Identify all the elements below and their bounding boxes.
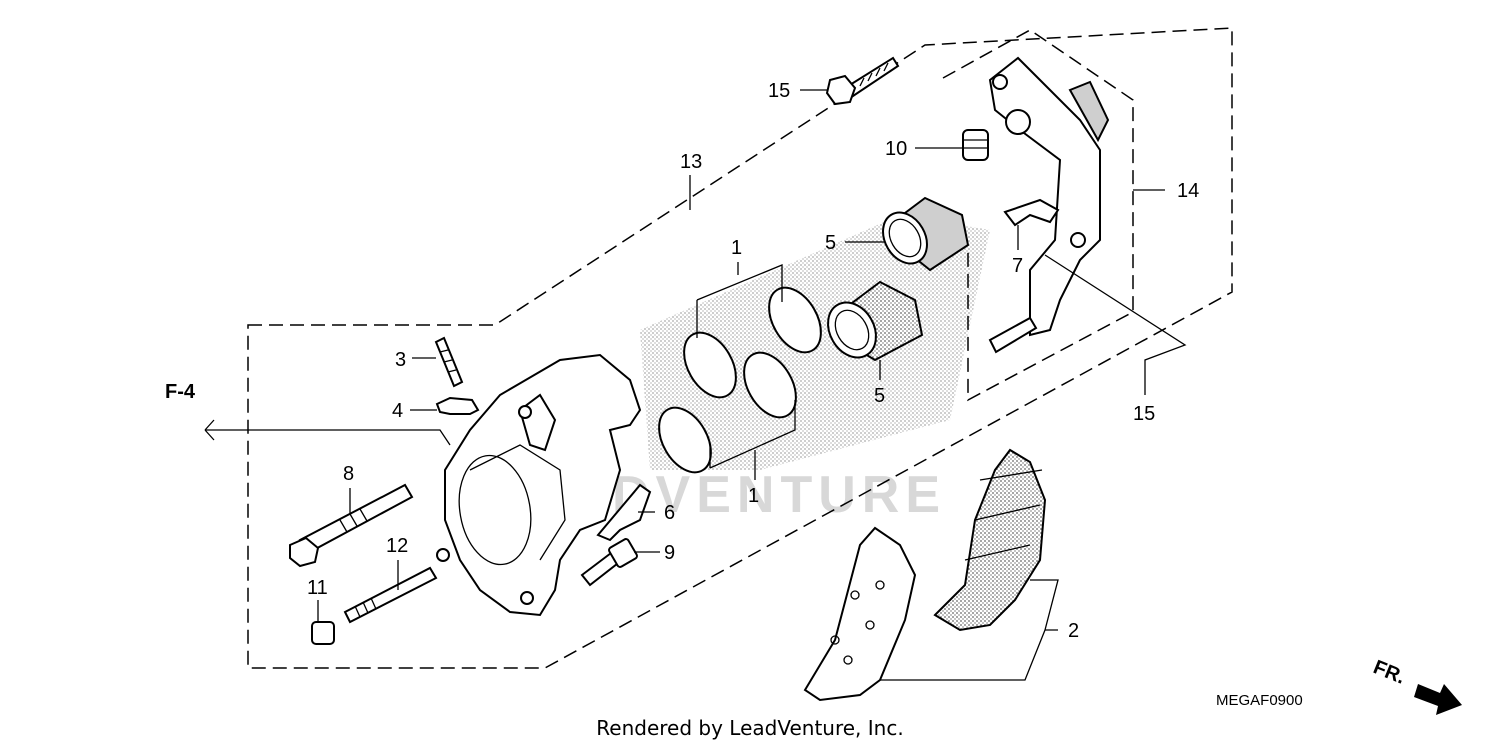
footer-credit: Rendered by LeadVenture, Inc. (596, 716, 904, 740)
bleeder-cap-10 (962, 129, 989, 161)
callout-3: 3 (395, 349, 406, 371)
callout-14: 14 (1177, 180, 1199, 202)
front-direction-indicator: FR. (1370, 656, 1462, 715)
callout-10: 10 (885, 138, 907, 160)
assembly-13-outline (247, 27, 1233, 669)
bleeder-3 (434, 336, 464, 388)
callout-5-upper: 5 (825, 232, 836, 254)
callout-15-lower: 15 (1133, 403, 1155, 425)
callout-6: 6 (664, 502, 675, 524)
seal-set-1 (658, 286, 822, 474)
callout-4: 4 (392, 400, 403, 422)
callout-5-lower: 5 (874, 385, 885, 407)
plug-11 (311, 621, 335, 645)
pin-12 (343, 566, 438, 624)
ref-f4: F-4 (165, 381, 196, 403)
callout-8: 8 (343, 463, 354, 485)
brake-pad-2-left (803, 526, 917, 702)
callout-13: 13 (680, 151, 702, 173)
callout-9: 9 (664, 542, 675, 564)
caliper-body (436, 353, 642, 617)
bracket-14 (988, 56, 1110, 354)
callout-7: 7 (1012, 255, 1023, 277)
brake-pad-2-right (933, 448, 1047, 632)
callout-1-upper: 1 (731, 237, 742, 259)
callout-15-upper: 15 (768, 80, 790, 102)
fr-arrow-icon (1414, 684, 1462, 715)
piston-5-upper (882, 196, 970, 272)
callout-12: 12 (386, 535, 408, 557)
spring-6 (596, 483, 652, 542)
callout-1-lower: 1 (748, 485, 759, 507)
callout-2: 2 (1068, 620, 1079, 642)
callout-11: 11 (307, 577, 328, 599)
fr-label: FR. (1370, 656, 1408, 688)
pin-bolt-8 (289, 483, 414, 568)
piston-5-lower (827, 280, 924, 362)
diagram-code: MEGAF0900 (1216, 692, 1303, 709)
clip-7 (1003, 198, 1060, 227)
leader-lines (204, 89, 1187, 681)
fitting-9 (580, 538, 638, 587)
cap-4 (435, 396, 480, 415)
bolt-15-upper (825, 56, 900, 106)
